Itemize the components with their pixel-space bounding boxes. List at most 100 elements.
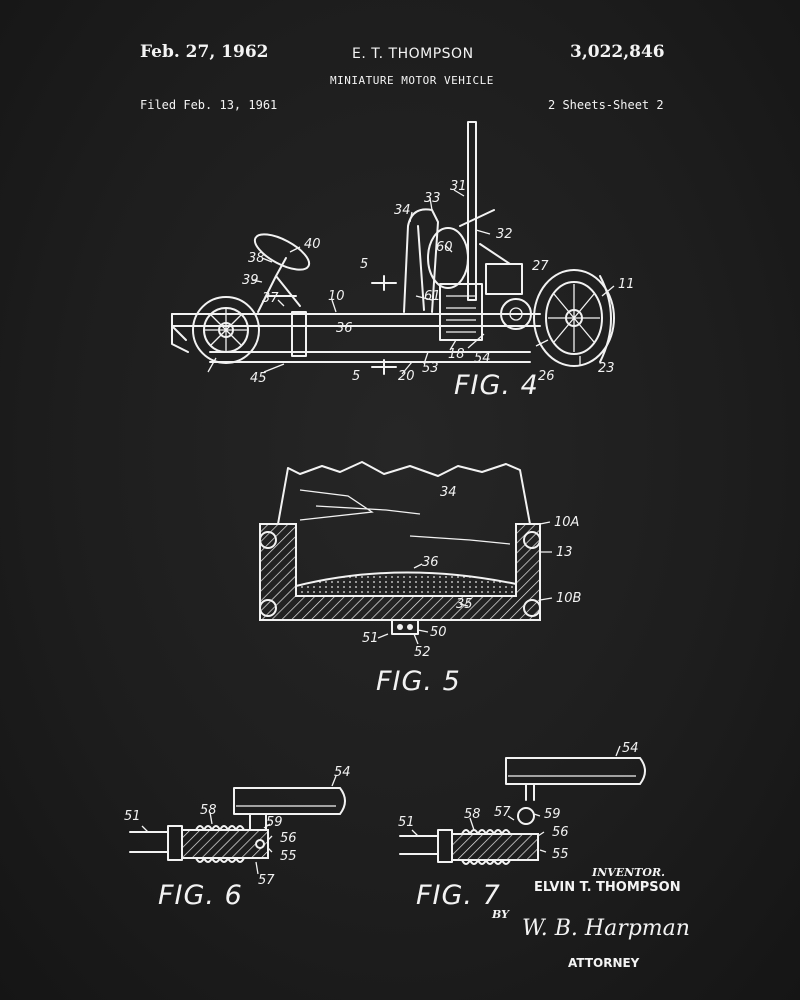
fig4-label-40: 40 <box>304 237 321 252</box>
fig4-label-23: 23 <box>598 361 615 376</box>
attorney-label: ATTORNEY <box>568 956 640 970</box>
fig7-label-56: 56 <box>552 825 569 840</box>
fig4-section-bottom <box>371 359 397 375</box>
fig5-tube-left-top <box>259 531 277 549</box>
fig4-label-26: 26 <box>538 369 555 384</box>
fig7-spring-bottom <box>461 859 511 865</box>
fig6-spring-bottom <box>195 857 245 863</box>
fig5-label-51: 51 <box>362 631 379 646</box>
fig5-drawing: 34 10A 13 36 10B 35 51 50 52 FIG. 5 <box>259 461 582 697</box>
fig4-fuel-tank <box>427 227 469 289</box>
fig4-label-54: 54 <box>474 351 491 366</box>
fig4-label-39: 39 <box>242 273 259 288</box>
fig6-drawing: 54 51 58 59 56 55 57 FIG. 6 <box>124 765 351 911</box>
fig6-label-58: 58 <box>200 803 217 818</box>
fig6-label-57: 57 <box>258 873 275 888</box>
attorney-signature: W. B. Harpman <box>522 916 690 941</box>
fig6-label-54: 54 <box>334 765 351 780</box>
fig5-tube-right-top <box>523 531 541 549</box>
fig5-label-34: 34 <box>440 485 457 500</box>
patent-number: 3,022,846 <box>570 42 665 62</box>
fig4-seat-edge <box>417 225 425 311</box>
fig7-housing <box>451 833 539 861</box>
fig4-mast <box>467 121 477 301</box>
fig5-glare <box>299 489 511 545</box>
fig6-label-55: 55 <box>280 849 297 864</box>
fig4-label-27: 27 <box>532 259 549 274</box>
fig5-bolt-left <box>397 624 403 630</box>
fig4-label-31: 31 <box>450 179 467 194</box>
fig7-spring-top <box>461 829 511 835</box>
fig5-bracket <box>391 619 419 635</box>
fig4-brace <box>459 209 511 265</box>
fig5-leaders <box>377 521 553 645</box>
fig5-label-52: 52 <box>414 645 431 660</box>
fig5-seat-back <box>277 461 531 525</box>
fig7-ball-59 <box>517 807 535 825</box>
fig4-front-wheel <box>192 296 260 364</box>
fig4-section-top <box>371 275 397 291</box>
fig4-label-38: 38 <box>248 251 265 266</box>
fig4-frame-rails <box>171 313 541 363</box>
fig4-clutch-pulley <box>500 298 532 330</box>
filed-date: Filed Feb. 13, 1961 <box>140 98 278 112</box>
fig5-label-35: 35 <box>456 597 473 612</box>
fig5-label-13: 13 <box>556 545 573 560</box>
fig6-plunger <box>249 813 267 831</box>
fig4-label-34: 34 <box>394 203 411 218</box>
fig6-label-56: 56 <box>280 831 297 846</box>
fig4-label-37: 37 <box>262 291 279 306</box>
fig4-steering-wheel <box>253 233 311 271</box>
fig7-leaders <box>411 745 621 853</box>
sheet-count: 2 Sheets-Sheet 2 <box>548 98 664 112</box>
fig4-steering-column <box>257 257 301 313</box>
fig7-label-57: 57 <box>494 805 511 820</box>
patent-date: Feb. 27, 1962 <box>140 42 269 62</box>
fig6-arm-54 <box>233 787 346 815</box>
fig6-leaders <box>141 775 337 875</box>
fig7-caption: FIG. 7 <box>416 880 501 911</box>
fig7-label-54: 54 <box>622 741 639 756</box>
fig4-label-32: 32 <box>496 227 513 242</box>
inventor-heading: E. T. THOMPSON <box>352 46 474 62</box>
fig5-tube-left-bottom <box>259 599 277 617</box>
fig6-rod-51 <box>129 831 169 853</box>
fig5-label-10b: 10B <box>556 591 582 606</box>
fig4-drawing: 31 33 34 32 40 60 38 5 27 11 39 37 10 61… <box>171 121 635 401</box>
fig4-front-bumper <box>171 313 189 353</box>
fig6-ball <box>255 839 265 849</box>
fig5-bolt-right <box>407 624 413 630</box>
fig4-label-10: 10 <box>328 289 345 304</box>
fig7-label-51: 51 <box>398 815 415 830</box>
fig4-label-45: 45 <box>250 371 267 386</box>
by-label: BY <box>492 908 509 921</box>
fig6-collar <box>167 825 183 861</box>
fig4-label-53: 53 <box>422 361 439 376</box>
fig5-cushion <box>296 572 516 596</box>
fig4-label-36: 36 <box>336 321 353 336</box>
fig6-caption: FIG. 6 <box>158 880 243 911</box>
fig4-engine-fins <box>446 295 476 333</box>
fig4-leaders <box>207 189 615 375</box>
fig4-caption: FIG. 4 <box>454 370 539 401</box>
fig5-tube-right-bottom <box>523 599 541 617</box>
fig7-stem <box>525 783 535 801</box>
fig4-label-18: 18 <box>448 347 465 362</box>
fig4-rear-wheel <box>533 269 615 367</box>
fig4-label-20: 20 <box>398 369 415 384</box>
fig7-rod-51 <box>399 835 439 855</box>
patent-title: MINIATURE MOTOR VEHICLE <box>330 74 494 87</box>
fig5-label-50: 50 <box>430 625 447 640</box>
fig4-engine-head <box>485 263 523 295</box>
fig4-label-33: 33 <box>424 191 441 206</box>
fig4-engine-block <box>439 283 483 341</box>
fig4-pulley-hub <box>509 307 523 321</box>
fig6-spring-top <box>195 825 245 831</box>
fig6-label-51: 51 <box>124 809 141 824</box>
fig4-label-60: 60 <box>436 240 453 255</box>
fig7-label-55: 55 <box>552 847 569 862</box>
fig7-arm-54 <box>505 757 646 785</box>
fig7-label-58: 58 <box>464 807 481 822</box>
fig5-caption: FIG. 5 <box>376 666 461 697</box>
